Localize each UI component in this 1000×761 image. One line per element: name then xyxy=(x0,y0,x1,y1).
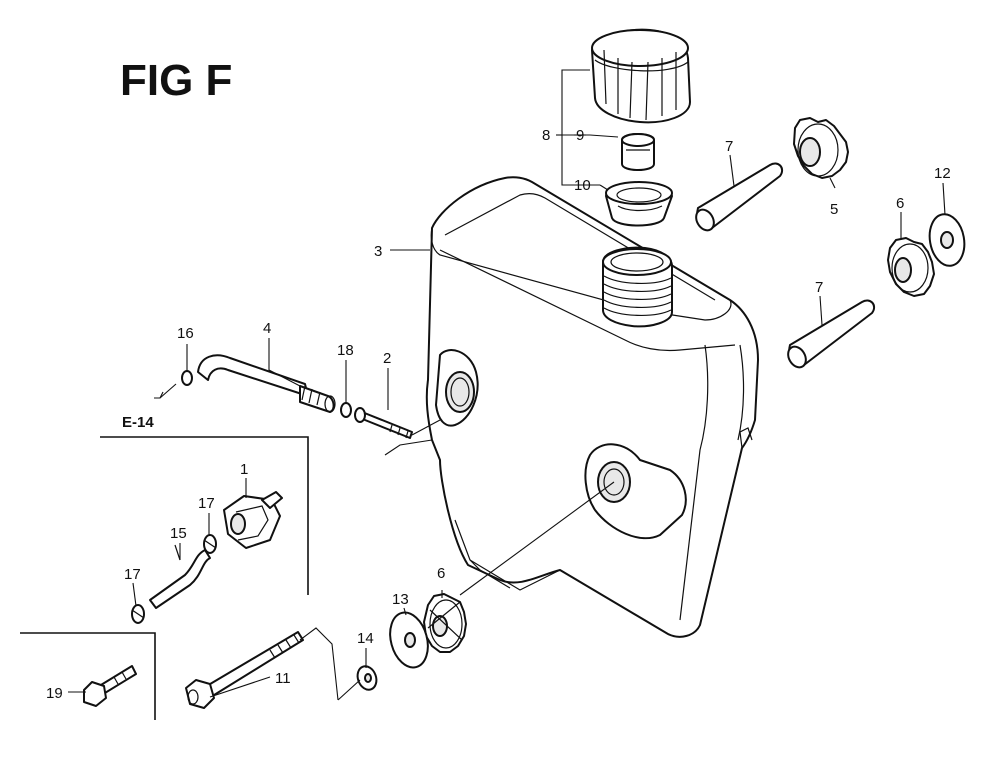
callout-9: 9 xyxy=(576,127,584,144)
cap-gasket-10 xyxy=(605,181,673,227)
callout-14: 14 xyxy=(357,630,374,647)
callout-6-lower: 6 xyxy=(437,565,445,582)
rubber-mount-5 xyxy=(793,117,849,179)
tank-filler-neck xyxy=(602,246,673,328)
section-box-bolt xyxy=(20,632,156,720)
callout-16: 16 xyxy=(177,325,194,342)
fuel-cap[interactable] xyxy=(591,28,691,124)
fuel-tank xyxy=(425,176,759,638)
callout-7-lower: 7 xyxy=(815,279,823,296)
callout-8: 8 xyxy=(542,127,550,144)
callout-10: 10 xyxy=(574,177,591,194)
callout-17-lower: 17 xyxy=(124,566,141,583)
bolt-11 xyxy=(185,631,304,709)
clip-17-upper xyxy=(203,534,217,554)
clip-17-lower xyxy=(131,604,145,624)
callout-18: 18 xyxy=(337,342,354,359)
callout-3: 3 xyxy=(374,243,382,260)
callout-12: 12 xyxy=(934,165,951,182)
assembly-line-front xyxy=(459,481,615,596)
callout-7-upper: 7 xyxy=(725,138,733,155)
rubber-mount-6-upper xyxy=(887,237,935,297)
bolt-2 xyxy=(354,407,413,439)
bolt-19 xyxy=(83,665,137,707)
sleeve-tube-lower xyxy=(787,299,876,369)
callout-13: 13 xyxy=(392,591,409,608)
clip-18 xyxy=(340,402,352,418)
callout-11: 11 xyxy=(275,670,291,687)
reference-e14: E-14 xyxy=(122,414,154,431)
clip-16 xyxy=(181,370,193,386)
sleeve-tube-upper xyxy=(695,162,784,232)
assembly-line-left xyxy=(411,419,441,436)
washer-13 xyxy=(389,611,429,669)
callout-15: 15 xyxy=(170,525,187,542)
callout-5: 5 xyxy=(830,201,838,218)
cap-filter-9 xyxy=(621,133,655,171)
fuel-line-4 xyxy=(197,354,336,413)
callout-17-upper: 17 xyxy=(198,495,215,512)
callout-2: 2 xyxy=(383,350,391,367)
callout-1: 1 xyxy=(240,461,248,478)
fuel-hose-15 xyxy=(149,544,211,609)
callout-4: 4 xyxy=(263,320,271,337)
callout-6-upper: 6 xyxy=(896,195,904,212)
section-box-valve xyxy=(100,436,309,595)
rubber-mount-6-lower xyxy=(423,593,467,653)
leader-lines xyxy=(68,134,946,698)
callout-19: 19 xyxy=(46,685,63,702)
bracket-11-14 xyxy=(299,627,339,701)
figure-title: FIG F xyxy=(120,56,232,105)
washer-14 xyxy=(356,665,378,691)
bracket-2 xyxy=(384,439,433,456)
washer-12 xyxy=(928,213,966,267)
fuel-valve-1 xyxy=(223,491,283,549)
